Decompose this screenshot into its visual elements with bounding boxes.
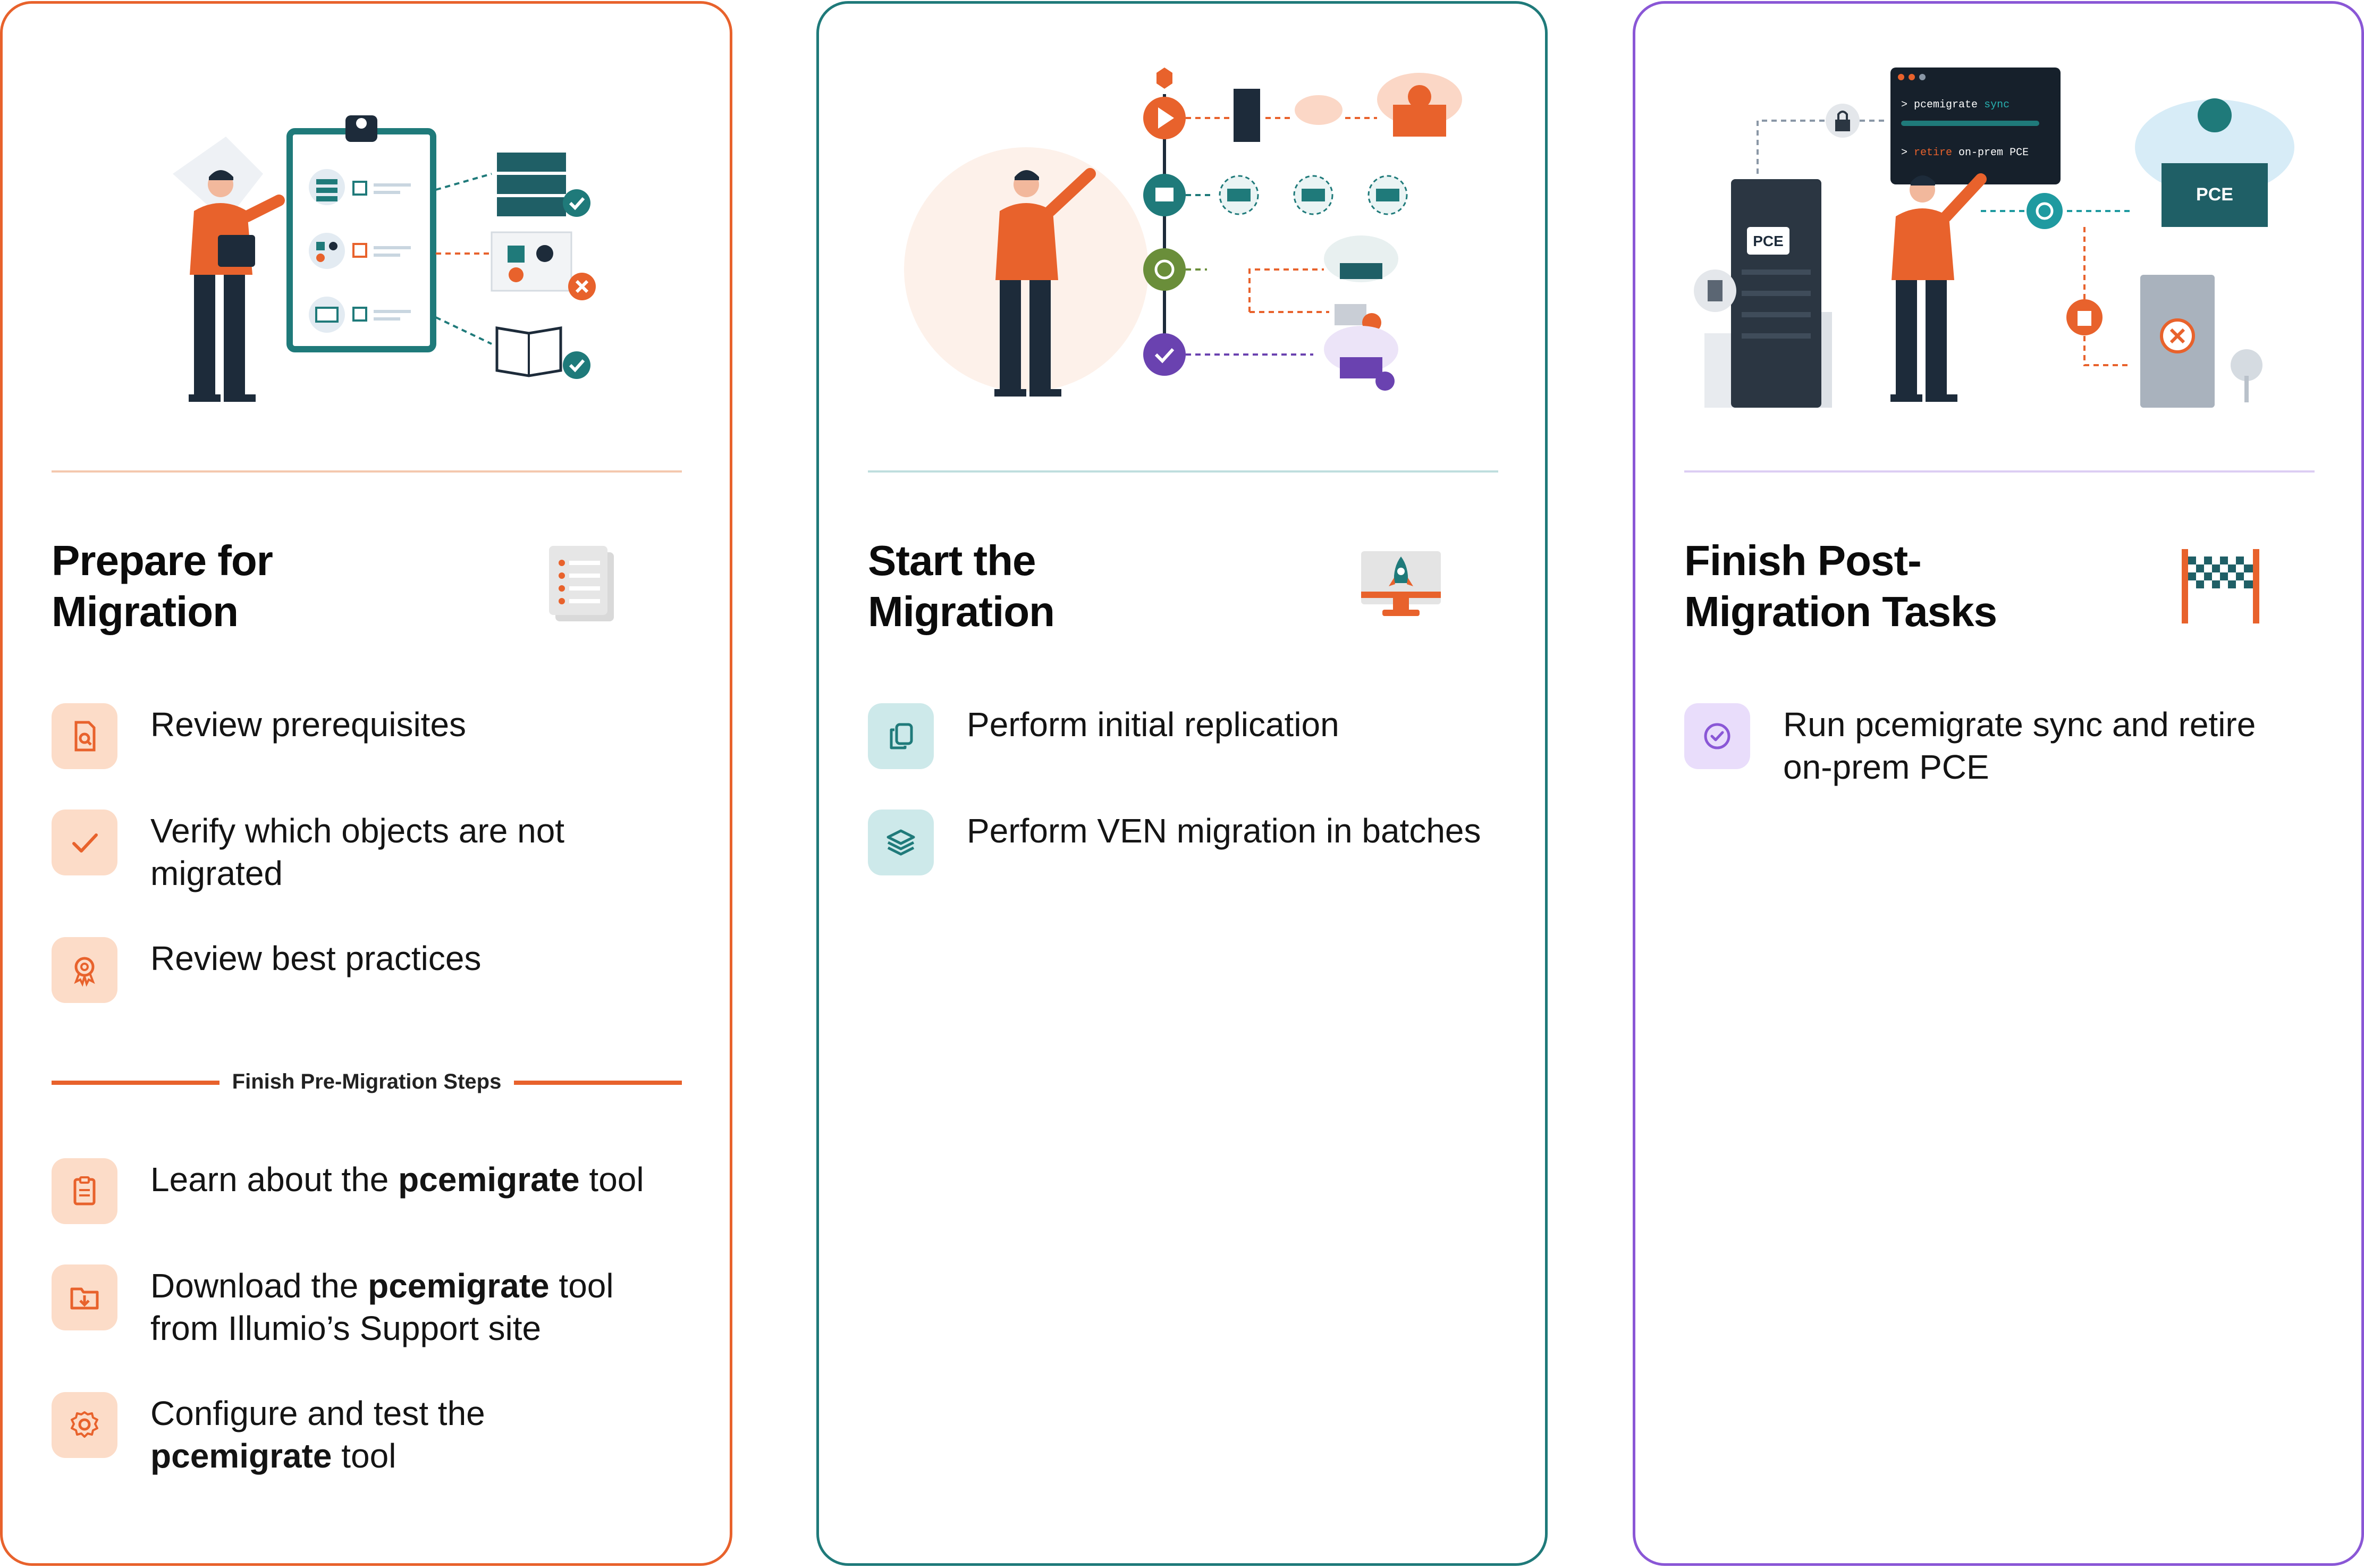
step-text: Run pcemigrate sync and retire on-prem P… [1783,703,2336,788]
start-migration-illustration [904,68,1462,397]
text-bold: pcemigrate [398,1160,580,1199]
step-text: Review best practices [150,939,482,977]
terminal-cmd-2: retire [1914,147,1952,159]
text-post: tool [332,1437,396,1475]
card-divider [52,470,682,473]
step-text: Learn about the pcemigrate tool [150,1158,703,1201]
card-title: Finish Post- Migration Tasks [1684,535,2152,637]
award-badge-icon [52,937,117,1003]
copy-icon [868,703,934,769]
post-migration-illustration: PCE > pcemigrate sync > retire on-prem P… [1694,68,2294,408]
rocket-monitor-icon [1361,551,1441,616]
pre-migration-separator: Finish Pre-Migration Steps [52,1067,682,1099]
separator-line-right [514,1081,682,1085]
title-line-1: Start the [868,537,1036,584]
finish-flag-icon [2182,549,2259,623]
text-post: tool [579,1160,644,1199]
step-text-line-1: Verify which objects are not [150,812,565,850]
card-prepare-for-migration: Prepare for Migration Review prerequisit… [0,1,732,1566]
card-start-the-migration: Start the Migration Perform initial repl… [816,1,1548,1566]
svg-text:> pcemigrate sync: > pcemigrate sync [1901,99,2010,111]
title-line-1: Finish Post- [1684,537,1922,584]
card-divider [1684,470,2315,473]
step-text: Review prerequisites [150,705,467,744]
checklist-icon [549,546,614,621]
text-pre: Download the [150,1267,368,1305]
separator-line-left [52,1081,219,1085]
step-text: Configure and test the pcemigrate tool [150,1392,703,1477]
card-title: Prepare for Migration [52,535,519,637]
step-text-line-1: Run pcemigrate sync and retire [1783,705,2256,744]
folder-download-icon [52,1264,117,1330]
layers-icon [868,810,934,875]
step-text-line-2: migrated [150,854,283,892]
document-search-icon [52,703,117,769]
separator-label: Finish Pre-Migration Steps [232,1070,502,1093]
title-line-2: Migration [868,588,1055,635]
step-text: Perform initial replication [967,705,1339,744]
check-circle-icon [1684,703,1750,769]
step-text: Download the pcemigrate tool from Illumi… [150,1264,703,1350]
clipboard-icon [52,1158,117,1224]
server-label: PCE [1753,233,1784,249]
card-title: Start the Migration [868,535,1336,637]
terminal-cmd-2-arg: on-prem PCE [1958,147,2029,159]
terminal-cmd-1: pcemigrate [1914,99,1978,111]
card-finish-post-migration: PCE > pcemigrate sync > retire on-prem P… [1633,1,2364,1566]
card-divider [868,470,1498,473]
cloud-label: PCE [2196,184,2233,205]
text-post: tool [549,1267,614,1305]
prepare-illustration [50,46,688,418]
svg-text:> retire on-prem PCE: > retire on-prem PCE [1901,147,2029,159]
title-line-2: Migration Tasks [1684,588,1997,635]
title-line-2: Migration [52,588,239,635]
text-line-1: Configure and test the [150,1394,485,1432]
text-bold: pcemigrate [368,1267,550,1305]
text-bold: pcemigrate [150,1437,332,1475]
terminal-cmd-1-arg: sync [1984,99,2010,111]
text-line-2: from Illumio’s Support site [150,1309,542,1347]
checkmark-icon [52,810,117,875]
gear-icon [52,1392,117,1458]
step-text: Verify which objects are not migrated [150,810,703,895]
step-text-line-2: on-prem PCE [1783,748,1989,786]
step-text: Perform VEN migration in batches [967,812,1481,850]
title-line-1: Prepare for [52,537,273,584]
text-pre: Learn about the [150,1160,399,1199]
